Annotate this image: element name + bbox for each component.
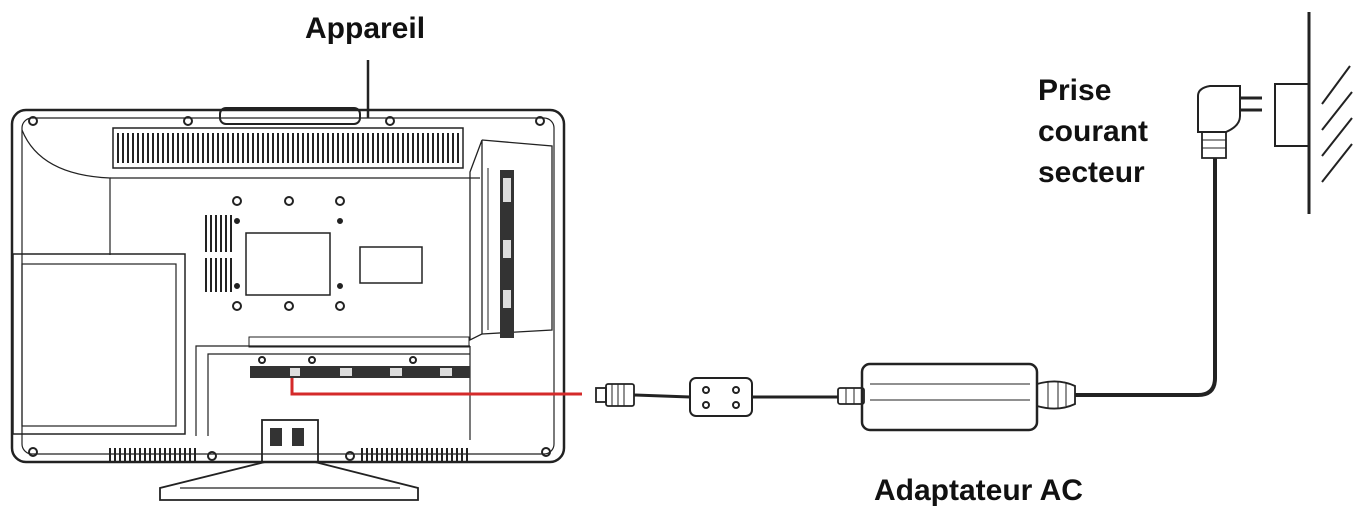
mains-cable	[1075, 158, 1217, 397]
stand	[159, 419, 419, 501]
outlet-label-line-3: secteur	[1038, 156, 1145, 189]
vesa-mount	[232, 196, 423, 311]
bottom-ports	[195, 336, 471, 440]
tv-back-icon	[10, 107, 566, 501]
outlet-label-line-1: Prise	[1038, 74, 1112, 107]
screws	[28, 116, 551, 461]
mains-plug-icon	[1197, 85, 1262, 159]
outlet-label-line-2: courant	[1038, 115, 1149, 148]
ac-adapter-icon	[837, 362, 1076, 432]
outlet-label: Prise courant secteur	[1038, 70, 1148, 193]
wall-socket-icon	[1274, 12, 1353, 214]
dc-plug-icon	[595, 383, 635, 407]
dc-cable-highlight	[290, 378, 582, 396]
side-ports	[469, 139, 553, 342]
device-label: Appareil	[305, 12, 426, 45]
speaker-panel	[12, 253, 186, 435]
ferrite-bead-icon	[689, 377, 753, 417]
adapter-label: Adaptateur AC	[874, 474, 1083, 507]
top-vent	[112, 127, 464, 169]
